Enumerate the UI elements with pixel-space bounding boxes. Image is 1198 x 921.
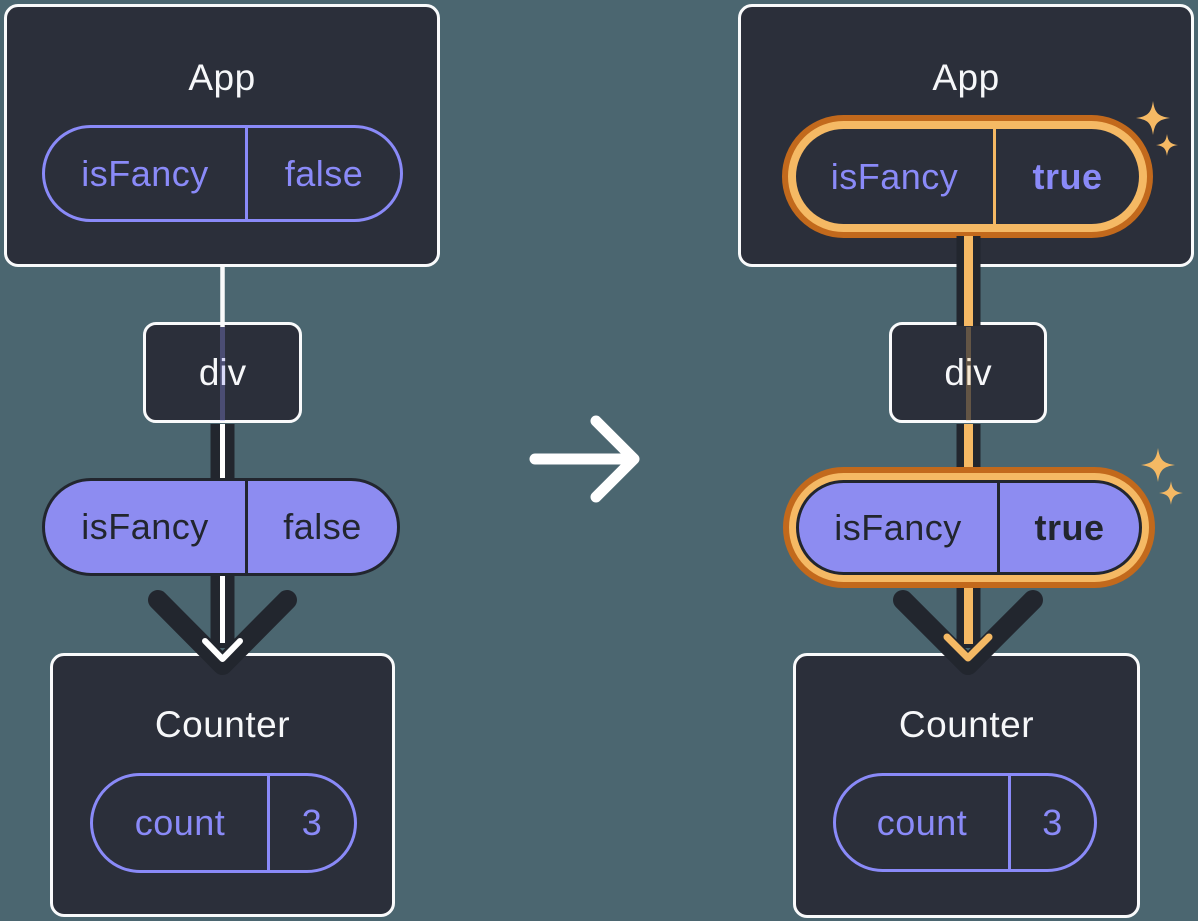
prop-flow-line-after — [893, 236, 1043, 675]
state-name: count — [836, 776, 1011, 869]
state-value: 3 — [1042, 801, 1063, 843]
counter-component-card-after: Counter count 3 — [793, 653, 1140, 918]
prop-value: false — [284, 152, 364, 194]
passed-prop-pill-before: isFancy false — [42, 478, 400, 576]
component-title: Counter — [154, 704, 291, 745]
passed-prop-pill-after: isFancy true — [796, 480, 1142, 575]
sparkles-icon — [1141, 448, 1183, 505]
state-pill: count 3 — [90, 773, 357, 873]
passed-prop-name: isFancy — [45, 481, 248, 573]
state-value: 3 — [301, 802, 323, 843]
component-title: Counter — [898, 704, 1035, 745]
arrow-right-icon — [529, 415, 640, 503]
component-title: App — [932, 57, 1000, 98]
state-pill: count 3 — [833, 773, 1097, 872]
prop-name: isFancy — [45, 128, 248, 219]
prop-name: isFancy — [796, 129, 996, 224]
highlighted-passed-prop-pill: isFancy true — [783, 467, 1155, 588]
prop-pill: isFancy false — [42, 125, 403, 222]
passed-prop-value: false — [283, 506, 362, 547]
div-node-label: div — [944, 351, 992, 393]
passed-prop-value: true — [1034, 506, 1105, 548]
app-component-card-before: App isFancy false — [4, 4, 440, 267]
component-title: App — [188, 57, 256, 98]
prop-flow-line-before — [148, 266, 297, 675]
state-name: count — [93, 776, 270, 870]
div-node-label: div — [198, 351, 247, 393]
counter-component-card-before: Counter count 3 — [50, 653, 395, 917]
highlighted-prop-pill: isFancy true — [782, 115, 1153, 238]
passed-prop-name: isFancy — [799, 483, 1000, 572]
sparkles-icon — [1136, 101, 1179, 157]
prop-value: true — [1032, 155, 1103, 197]
app-component-card-after: App isFancy true — [738, 4, 1194, 267]
prop-pill: isFancy true — [796, 129, 1139, 224]
